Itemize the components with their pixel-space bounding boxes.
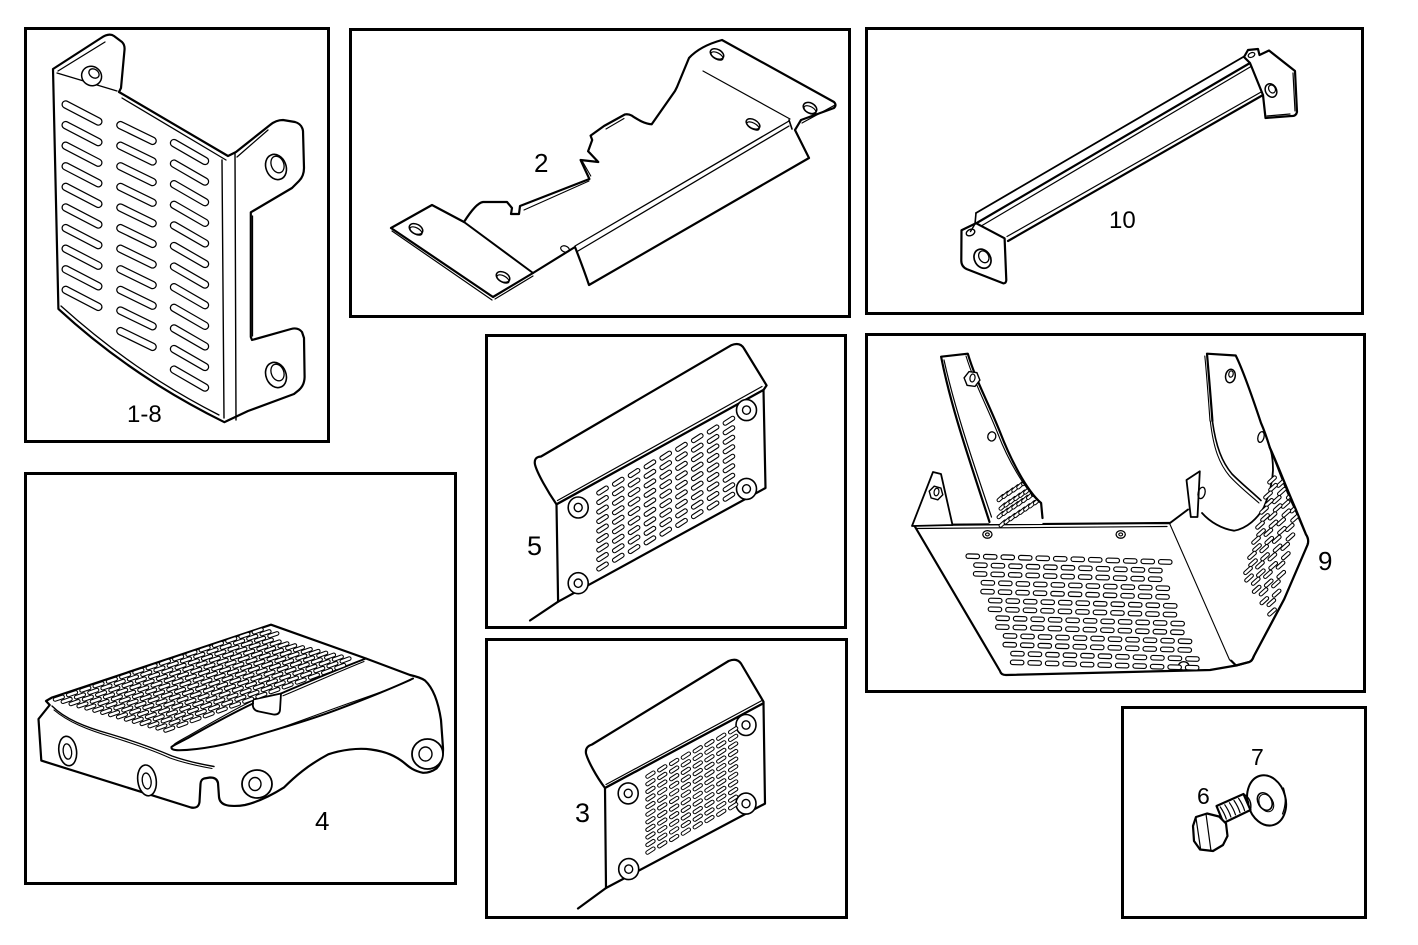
svg-text:2: 2 — [534, 148, 548, 178]
svg-text:9: 9 — [1318, 546, 1332, 576]
svg-text:10: 10 — [1109, 207, 1136, 234]
svg-text:1-8: 1-8 — [127, 401, 162, 428]
svg-text:4: 4 — [315, 806, 329, 836]
svg-text:3: 3 — [575, 798, 590, 828]
svg-text:6: 6 — [1197, 783, 1210, 809]
svg-text:5: 5 — [527, 531, 542, 561]
svg-text:7: 7 — [1251, 744, 1264, 770]
